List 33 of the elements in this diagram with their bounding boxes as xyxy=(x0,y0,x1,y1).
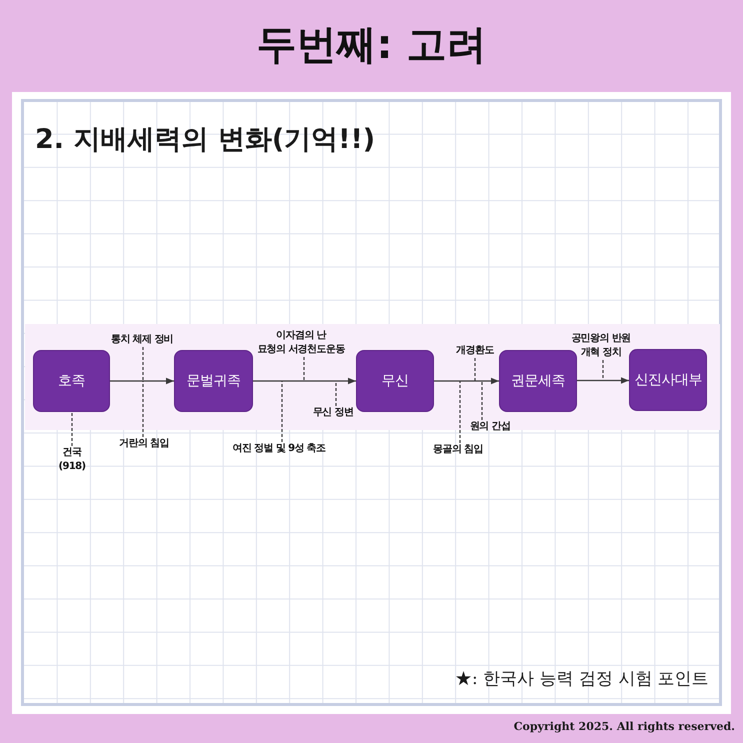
stage-box: 문벌귀족 xyxy=(174,350,253,412)
leader-line xyxy=(142,381,144,437)
event-label: 무신 정변 xyxy=(312,406,354,420)
section-heading: 2. 지배세력의 변화(기억!!) xyxy=(35,123,376,157)
leader-line xyxy=(71,412,73,446)
event-label: 몽골의 침입 xyxy=(433,443,483,457)
event-label: 묘청의 서경천도운동 xyxy=(257,343,345,357)
stage-box: 호족 xyxy=(33,350,110,412)
leader-line xyxy=(335,381,337,406)
leader-line xyxy=(474,358,476,381)
leader-line xyxy=(459,381,461,443)
event-label: 건국 (918) xyxy=(56,446,88,474)
stage-box: 신진사대부 xyxy=(629,349,707,411)
event-label: 여진 정벌 및 9성 축조 xyxy=(232,442,326,456)
event-label: 원의 간섭 xyxy=(470,420,510,434)
stage-box: 무신 xyxy=(356,350,434,412)
footnote: ★: 한국사 능력 검정 시험 포인트 xyxy=(455,668,709,691)
arrow xyxy=(110,378,174,384)
leader-line xyxy=(602,360,604,381)
arrow xyxy=(253,378,356,384)
event-label: 통치 체제 정비 xyxy=(110,333,174,347)
event-label: 거란의 침입 xyxy=(119,437,169,451)
copyright-notice: Copyright 2025. All rights reserved. xyxy=(514,719,735,735)
event-label: 이자겸의 난 xyxy=(275,329,328,343)
arrow xyxy=(577,377,629,384)
page-title: 두번째: 고려 xyxy=(256,21,486,69)
arrow xyxy=(434,378,499,384)
leader-line xyxy=(481,381,483,420)
stage-box: 권문세족 xyxy=(499,350,577,412)
leader-line xyxy=(281,381,283,442)
leader-line xyxy=(303,357,305,381)
leader-line xyxy=(142,347,144,381)
event-label: 개경환도 xyxy=(456,344,494,358)
